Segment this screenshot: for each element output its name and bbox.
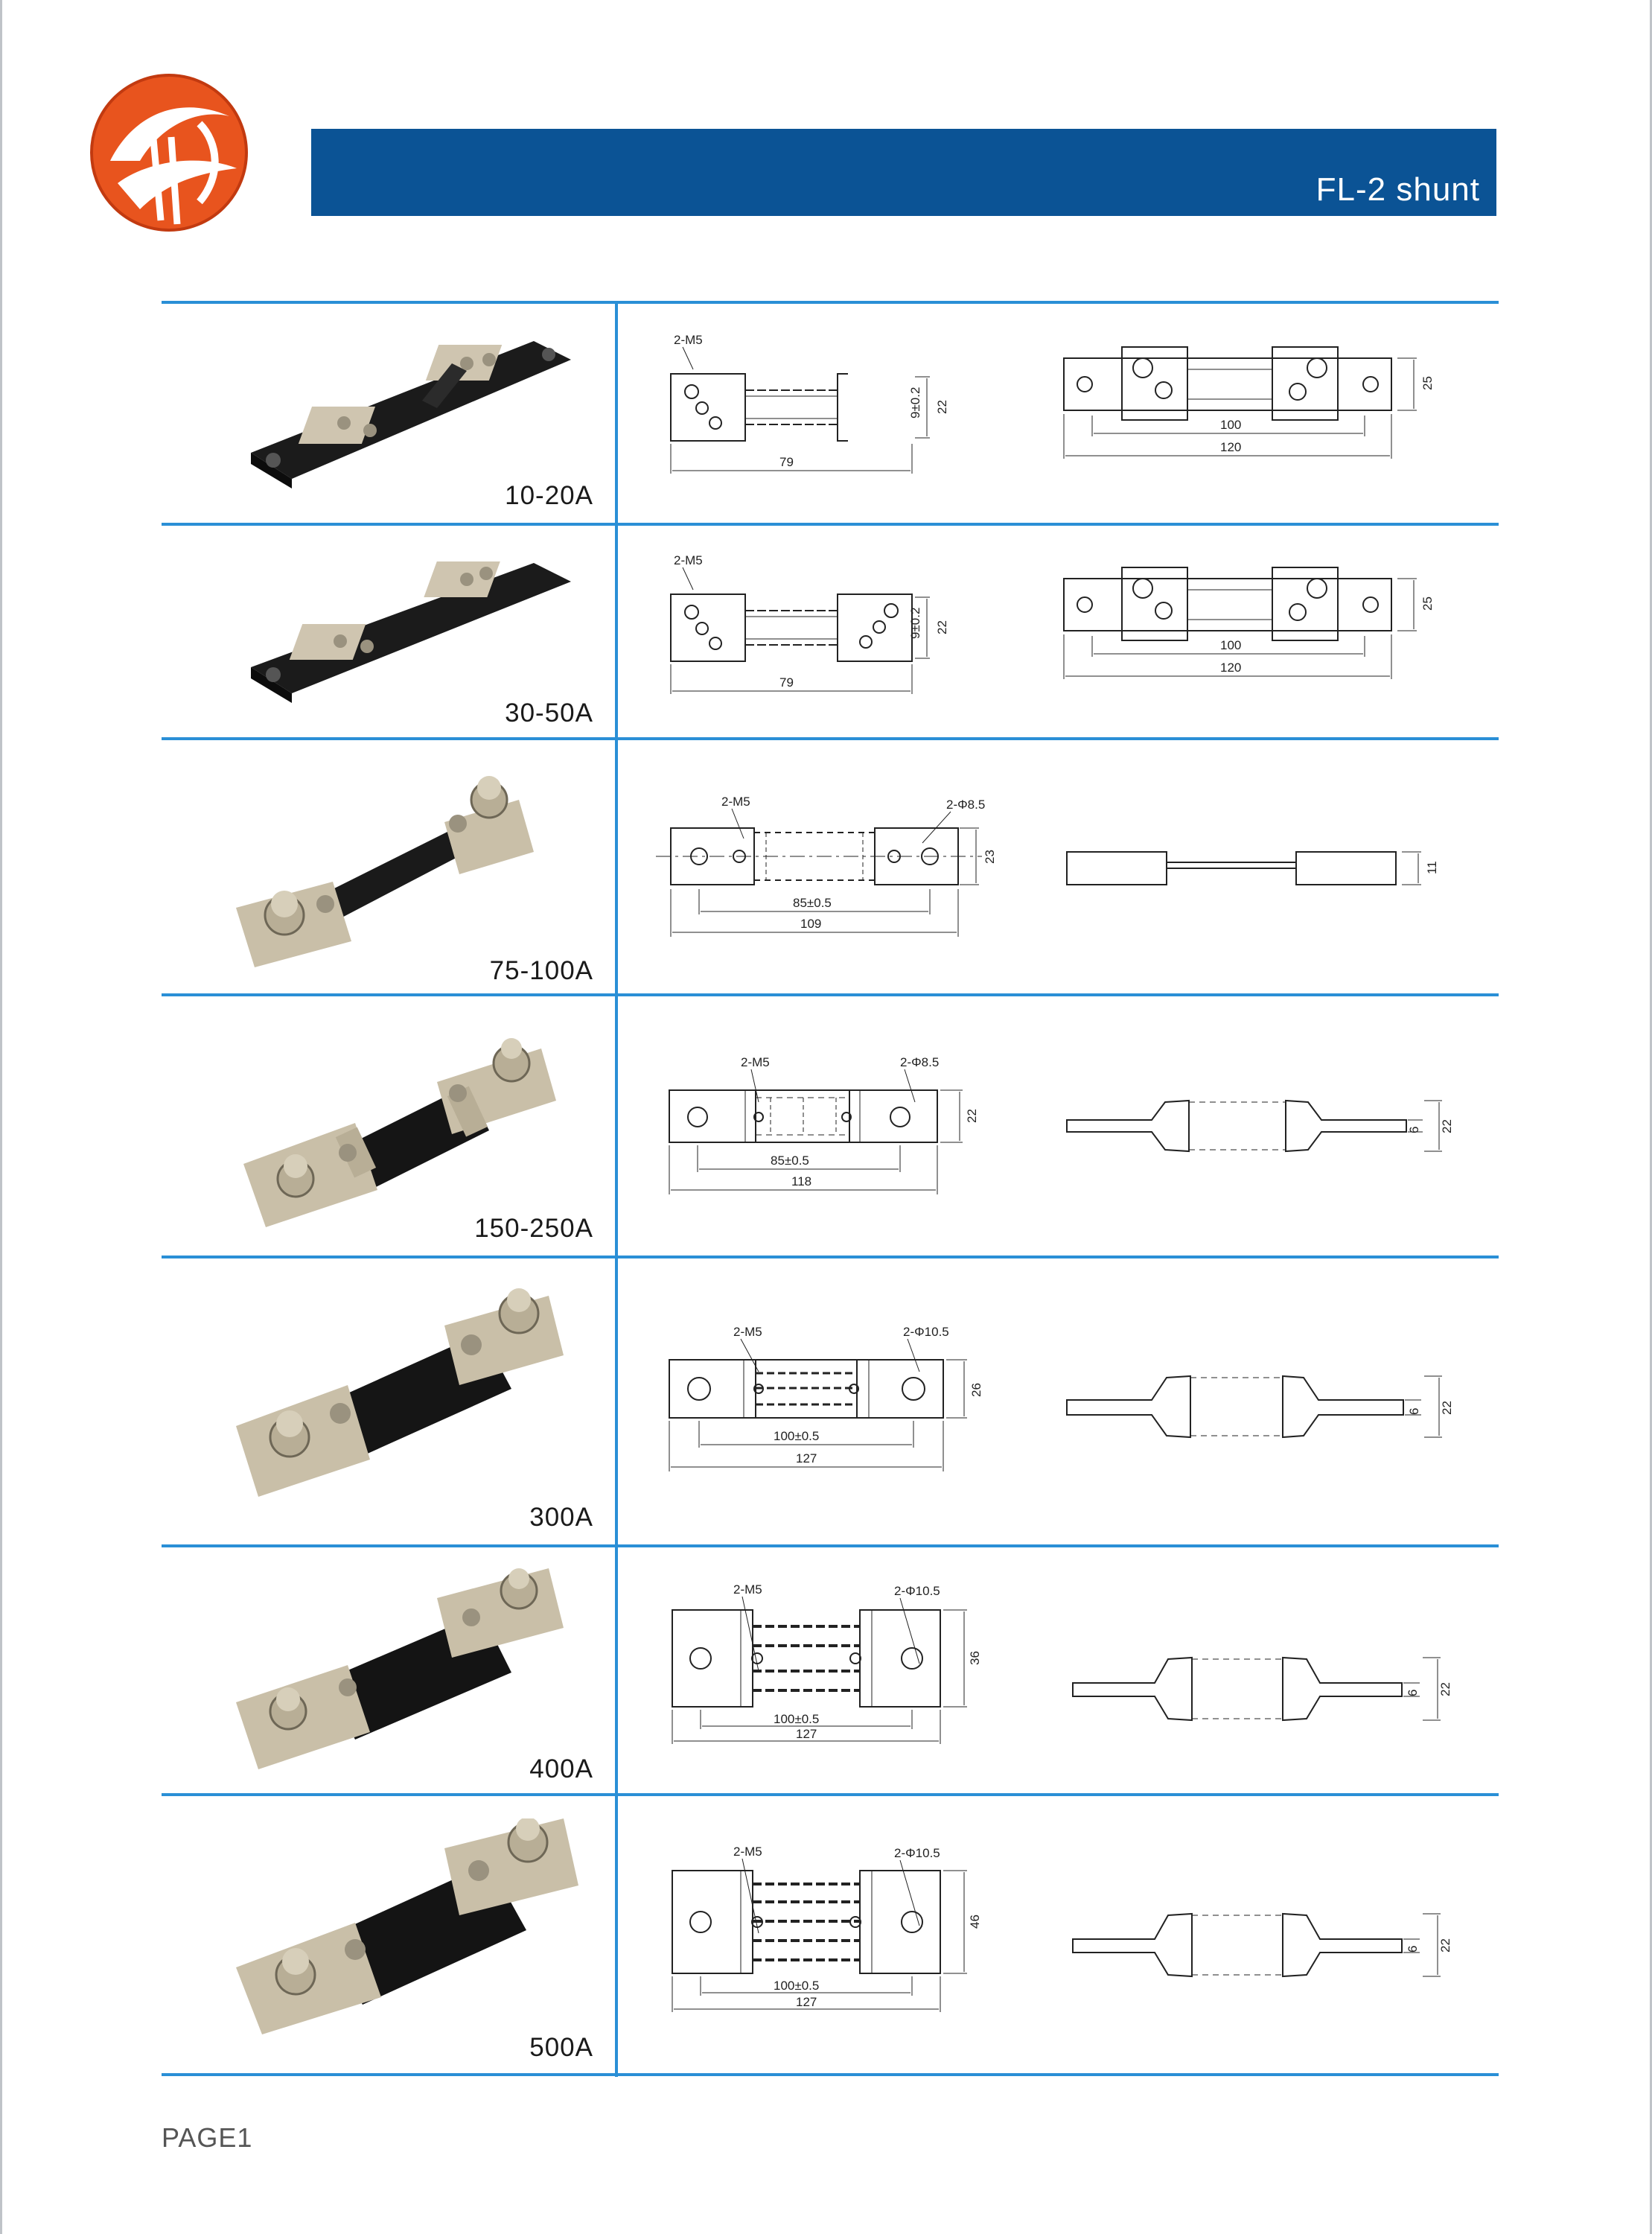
table-row: 150-250A 2-M5 2-Φ8.5 22 85±0.5 118 xyxy=(162,996,1499,1256)
inner-length-dim: 100±0.5 xyxy=(774,1429,819,1443)
table-row: 400A 2-M5 2-Φ10.5 36 100±0.5 127 6 xyxy=(162,1547,1499,1793)
front-dims: 22 9±0.2 79 xyxy=(670,376,949,474)
width-dim: 79 xyxy=(779,455,794,469)
height-dim: 46 xyxy=(968,1915,982,1929)
outer-length-dim: 120 xyxy=(1220,440,1241,454)
table-rule xyxy=(162,737,1499,740)
rating-label: 150-250A xyxy=(474,1214,593,1243)
width-dim: 79 xyxy=(779,675,794,690)
hole2-label: 2-Φ10.5 xyxy=(894,1846,940,1860)
rating-label: 500A xyxy=(529,2033,593,2062)
brand-logo-icon xyxy=(90,74,248,232)
thin-dim: 6 xyxy=(1406,1690,1420,1696)
page-number: PAGE1 xyxy=(162,2122,253,2153)
side-drawing: 6 22 xyxy=(1066,1099,1454,1153)
table-rule-top xyxy=(162,301,1499,304)
hole2-label: 2-Φ10.5 xyxy=(903,1325,949,1339)
outer-length-dim: 127 xyxy=(796,1995,817,2009)
height-dim: 22 xyxy=(1440,1119,1454,1133)
rating-label: 75-100A xyxy=(489,956,593,985)
thin-dim: 6 xyxy=(1407,1127,1421,1133)
inner-length-dim: 85±0.5 xyxy=(771,1153,809,1168)
side-drawing: 100 120 25 xyxy=(1063,346,1435,459)
rating-label: 400A xyxy=(529,1754,593,1783)
height-dim: 22 xyxy=(1438,1938,1452,1953)
thin-dim: 6 xyxy=(1407,1408,1421,1415)
page-border-right xyxy=(1650,0,1652,2234)
table-rule-bottom xyxy=(162,2073,1499,2076)
shunt-photo xyxy=(236,1288,564,1497)
outer-length-dim: 118 xyxy=(791,1174,811,1188)
front-drawing: 2-M5 2-Φ10.5 46 100±0.5 127 xyxy=(672,1845,982,2012)
table-row: 30-50A 2-M5 22 9±0.2 79 xyxy=(162,526,1499,737)
inner-length-dim: 100 xyxy=(1220,418,1241,432)
table-row: 300A 2-M5 2-Φ10.5 26 100±0.5 127 6 xyxy=(162,1258,1499,1544)
side-drawing: 6 22 xyxy=(1072,1656,1452,1722)
height-dim: 36 xyxy=(968,1651,982,1665)
hole-label: 2-M5 xyxy=(733,1582,762,1597)
height-dim: 22 xyxy=(1440,1401,1454,1415)
page-border-left xyxy=(0,0,2,2234)
shunt-photo xyxy=(251,341,571,489)
hole-label: 2-M5 xyxy=(733,1325,762,1339)
shunt-photo xyxy=(236,1818,578,2034)
height-dim: 25 xyxy=(1420,376,1435,390)
inner-length-dim: 100±0.5 xyxy=(774,1979,819,1993)
front-drawing: 2-M5 2-Φ8.5 22 85±0.5 118 xyxy=(669,1055,979,1194)
hole2-label: 2-Φ8.5 xyxy=(900,1055,939,1069)
table-rule xyxy=(162,1793,1499,1796)
rating-label: 30-50A xyxy=(505,698,593,728)
inner-length-dim: 85±0.5 xyxy=(793,896,832,910)
rating-label: 10-20A xyxy=(505,481,593,510)
hole-label: 2-M5 xyxy=(733,1845,762,1859)
height-dim: 22 xyxy=(935,400,949,414)
inner-height-dim: 9±0.2 xyxy=(908,608,922,639)
front-drawing: 2-M5 2-Φ8.5 23 85±0.5 109 xyxy=(656,795,997,937)
height-dim: 22 xyxy=(935,620,949,634)
side-drawing: 100 120 25 xyxy=(1063,567,1435,679)
table-rule xyxy=(162,1544,1499,1547)
page-title: FL-2 shunt xyxy=(1315,171,1480,208)
table-row: 10-20A 2-M5 22 9±0.2 79 xyxy=(162,302,1499,523)
hole-label: 2-M5 xyxy=(674,333,703,347)
side-drawing: 11 xyxy=(1066,851,1439,885)
side-drawing: 6 22 xyxy=(1066,1375,1454,1439)
outer-length-dim: 109 xyxy=(800,917,821,931)
height-dim: 23 xyxy=(983,850,997,864)
table-rule xyxy=(162,1256,1499,1258)
height-dim: 22 xyxy=(1438,1682,1452,1696)
height-dim: 25 xyxy=(1420,596,1435,611)
table-rule xyxy=(162,993,1499,996)
shunt-photo xyxy=(236,1568,564,1769)
outer-length-dim: 127 xyxy=(796,1727,817,1741)
front-drawing: 2-M5 2-Φ10.5 26 100±0.5 127 xyxy=(669,1325,983,1471)
inner-height-dim: 9±0.2 xyxy=(908,387,922,419)
hole2-label: 2-Φ8.5 xyxy=(946,798,985,812)
table-row: 75-100A 2-M5 2-Φ8.5 23 85±0.5 109 11 xyxy=(162,740,1499,993)
hole-label: 2-M5 xyxy=(674,553,703,567)
shunt-photo xyxy=(236,776,534,967)
table-row: 500A 2-M5 2-Φ10.5 46 100±0.5 127 6 xyxy=(162,1796,1499,2073)
hole-label: 2-M5 xyxy=(741,1055,770,1069)
inner-length-dim: 100±0.5 xyxy=(774,1712,819,1726)
table-rule xyxy=(162,523,1499,526)
shunt-photo xyxy=(251,561,571,703)
side-drawing: 6 22 xyxy=(1072,1912,1452,1978)
height-dim: 26 xyxy=(969,1383,983,1397)
shunt-photo xyxy=(243,1038,556,1227)
height-dim: 11 xyxy=(1425,861,1439,874)
front-drawing: 2-M5 22 9±0.2 79 xyxy=(670,553,949,694)
inner-length-dim: 100 xyxy=(1220,638,1241,652)
table-column-divider xyxy=(615,302,618,2077)
hole2-label: 2-Φ10.5 xyxy=(894,1584,940,1598)
hole-label: 2-M5 xyxy=(721,795,750,809)
outer-length-dim: 127 xyxy=(796,1451,817,1466)
thin-dim: 6 xyxy=(1406,1946,1420,1953)
outer-length-dim: 120 xyxy=(1220,661,1241,675)
height-dim: 22 xyxy=(965,1109,979,1123)
front-drawing: 2-M5 xyxy=(670,333,848,442)
front-drawing: 2-M5 2-Φ10.5 36 100±0.5 127 xyxy=(672,1582,982,1744)
rating-label: 300A xyxy=(529,1503,593,1532)
header-bar: FL-2 shunt xyxy=(311,129,1496,216)
